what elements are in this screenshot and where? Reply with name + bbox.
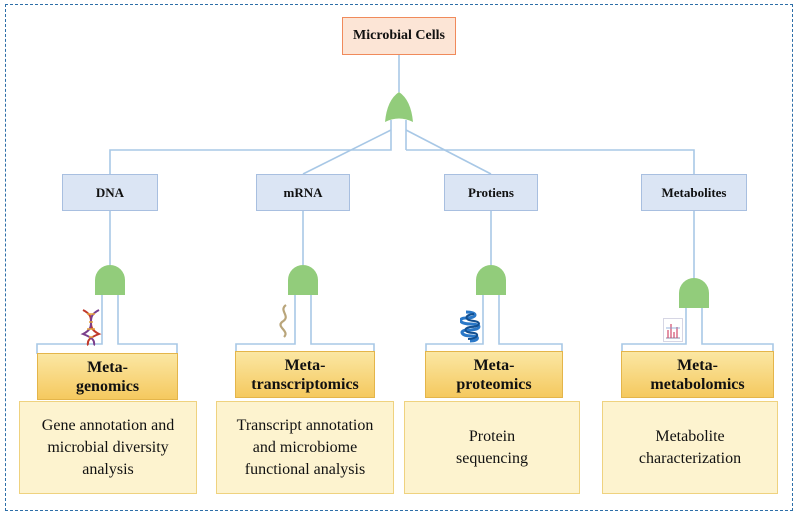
metatranscriptomics-description: Transcript annotation and microbiome fun… — [216, 401, 394, 494]
dna-label: DNA — [95, 184, 125, 200]
proteins-label: Protiens — [468, 184, 514, 200]
and-gate-icon — [288, 265, 318, 295]
description-line: Metabolite — [655, 427, 725, 445]
metabolites-label: Metabolites — [661, 184, 727, 200]
description-line: Gene annotation and — [41, 416, 175, 434]
metametabolomics-label-line1: Meta- — [677, 356, 718, 374]
description-line: characterization — [638, 449, 742, 467]
spectrum-chart-icon — [663, 318, 683, 342]
description-line: sequencing — [456, 449, 528, 467]
metagenomics-label-line2: genomics — [75, 377, 140, 395]
metaproteomics-node: Meta- proteomics — [425, 351, 563, 398]
description-line: Protein — [468, 427, 516, 445]
dna-helix-icon — [80, 309, 102, 346]
metametabolomics-label-line2: metabolomics — [650, 375, 745, 393]
metatranscriptomics-label-line1: Meta- — [284, 356, 326, 374]
metagenomics-description: Gene annotation and microbial diversity … — [19, 401, 197, 494]
and-gate-icon — [476, 265, 506, 295]
diagram-frame — [5, 4, 793, 511]
description-line: analysis — [82, 460, 134, 478]
and-gate-icon — [95, 265, 125, 295]
metatranscriptomics-label-line2: transcriptomics — [251, 375, 359, 393]
metabolites-node: Metabolites — [641, 174, 747, 211]
metagenomics-label-line1: Meta- — [87, 358, 128, 376]
description-line: microbial diversity — [47, 438, 169, 456]
microbial-cells-label: Microbial Cells — [353, 28, 445, 43]
metametabolomics-description: Metabolite characterization — [602, 401, 778, 494]
description-line: functional analysis — [244, 460, 366, 478]
mrna-strand-icon — [279, 304, 287, 338]
microbial-cells-node: Microbial Cells — [342, 17, 456, 55]
and-gate-icon — [679, 278, 709, 308]
metaproteomics-label-line1: Meta- — [473, 356, 515, 374]
description-line: Transcript annotation — [236, 416, 374, 434]
metagenomics-node: Meta- genomics — [37, 353, 178, 400]
metametabolomics-node: Meta- metabolomics — [621, 351, 774, 398]
dna-node: DNA — [62, 174, 158, 211]
or-gate-icon — [385, 92, 413, 122]
description-line: and microbiome — [252, 438, 358, 456]
mrna-label: mRNA — [283, 184, 323, 200]
metaproteomics-description: Protein sequencing — [404, 401, 580, 494]
proteins-node: Protiens — [444, 174, 538, 211]
metaproteomics-label-line2: proteomics — [456, 375, 532, 393]
mrna-node: mRNA — [256, 174, 350, 211]
protein-structure-icon — [460, 310, 481, 343]
metatranscriptomics-node: Meta- transcriptomics — [235, 351, 375, 398]
